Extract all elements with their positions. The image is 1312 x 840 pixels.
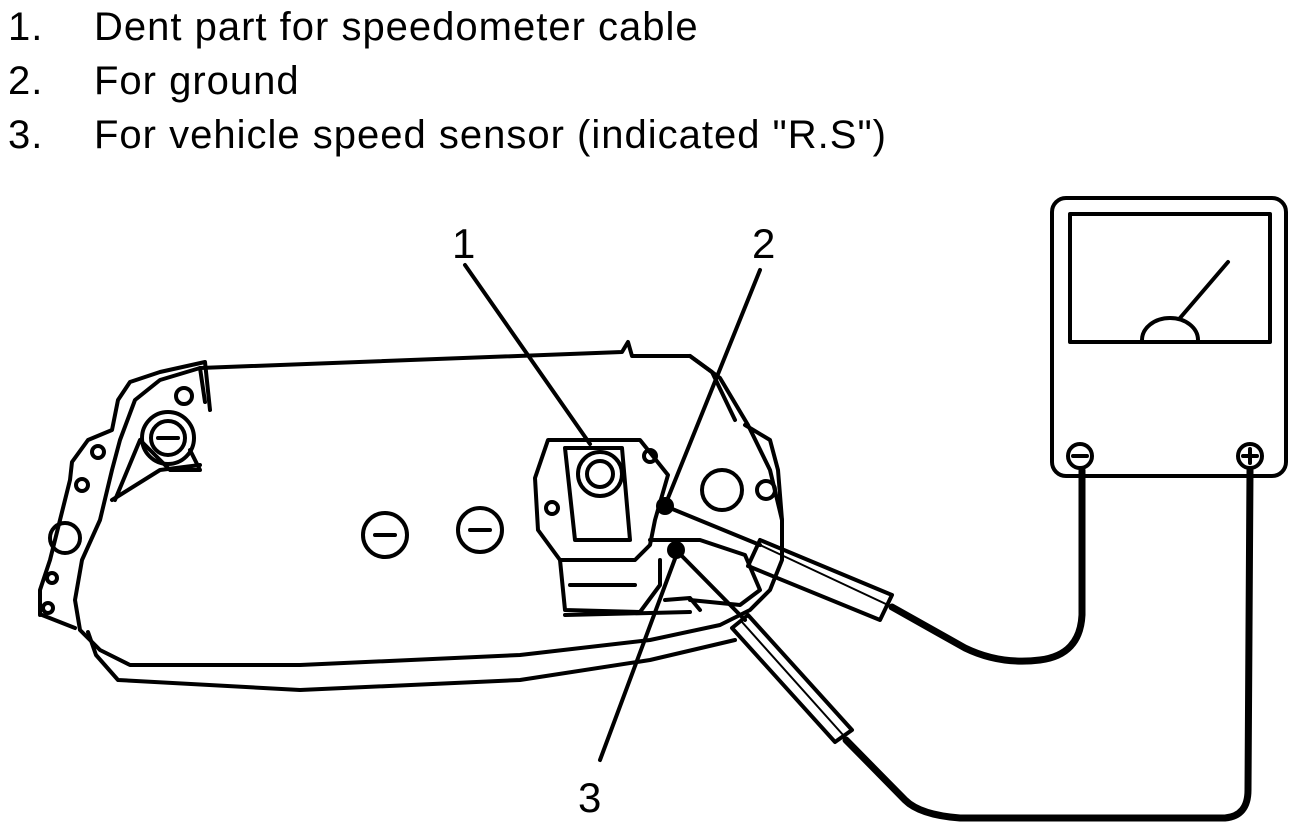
callout-2-label: 2	[752, 220, 775, 267]
connector-terminals	[648, 497, 762, 612]
mount-screw-top-left	[74, 386, 196, 493]
speedometer-cable-socket	[533, 438, 692, 617]
mount-screw-left	[41, 521, 82, 615]
legend-number: 1.	[8, 5, 44, 49]
callout-1-label: 1	[452, 220, 475, 267]
legend-text: For vehicle speed sensor (indicated "R.S…	[94, 113, 887, 157]
callout-3-leader	[598, 554, 678, 762]
callout-1-leader	[463, 263, 592, 446]
legend-text: For ground	[94, 59, 300, 103]
legend-number: 2.	[8, 59, 44, 103]
probe-speed-sensor	[674, 466, 1254, 822]
screw-middle	[456, 506, 504, 554]
meter-body	[1050, 196, 1288, 478]
mount-right	[700, 423, 784, 522]
probe-ground	[663, 466, 1086, 665]
screw-left	[361, 511, 409, 559]
speedometer-housing	[38, 340, 784, 692]
callout-3-label: 3	[578, 774, 601, 821]
legend-text: Dent part for speedometer cable	[94, 5, 699, 49]
callout-2-leader	[666, 268, 762, 500]
legend-number: 3.	[8, 113, 44, 157]
